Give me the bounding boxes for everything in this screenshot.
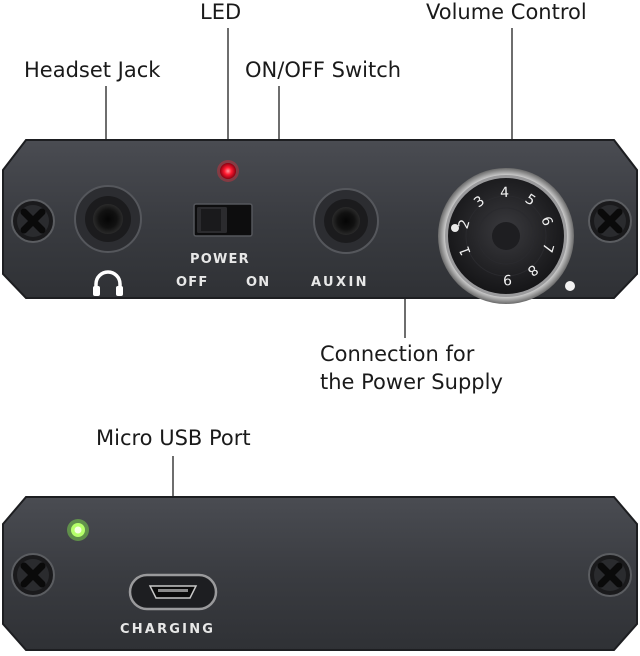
knob-number: 9 (503, 271, 512, 287)
knob-number: 2 (456, 218, 474, 231)
front-left-screw (11, 199, 55, 243)
volume-control-callout: Volume Control (426, 0, 587, 24)
knob-number: 7 (538, 241, 556, 254)
power-label: POWER (190, 252, 250, 267)
back-left-screw (11, 553, 55, 597)
on-off-switch-callout: ON/OFF Switch (245, 58, 402, 82)
white-dot-indicator (565, 281, 575, 291)
led-callout: LED (200, 0, 242, 24)
aux-in-label: AUXIN (311, 275, 369, 290)
headset-leader (105, 86, 107, 186)
headset-jack-callout: Headset Jack (24, 58, 161, 82)
on-label: ON (246, 275, 271, 290)
green-led (67, 519, 89, 541)
off-label: OFF (176, 275, 209, 290)
power-connection-line2: the Power Supply (320, 370, 503, 395)
back-right-screw (588, 553, 632, 597)
power-switch[interactable] (193, 203, 253, 237)
charging-label: CHARGING (120, 622, 216, 637)
front-right-screw (588, 199, 632, 243)
knob-indicator-dot (451, 224, 459, 232)
headset-jack[interactable] (73, 184, 143, 254)
headphone-icon (93, 270, 123, 296)
aux-in-jack[interactable] (312, 187, 380, 255)
micro-usb-callout: Micro USB Port (96, 426, 251, 450)
knob-number: 4 (500, 185, 510, 201)
power-connection-callout: Connection for the Power Supply (320, 340, 503, 397)
back-panel (2, 496, 638, 651)
led-leader (227, 28, 229, 156)
micro-usb-port[interactable] (128, 572, 218, 612)
power-connection-line1: Connection for (320, 342, 475, 366)
volume-leader (511, 28, 513, 200)
red-led (217, 160, 239, 182)
